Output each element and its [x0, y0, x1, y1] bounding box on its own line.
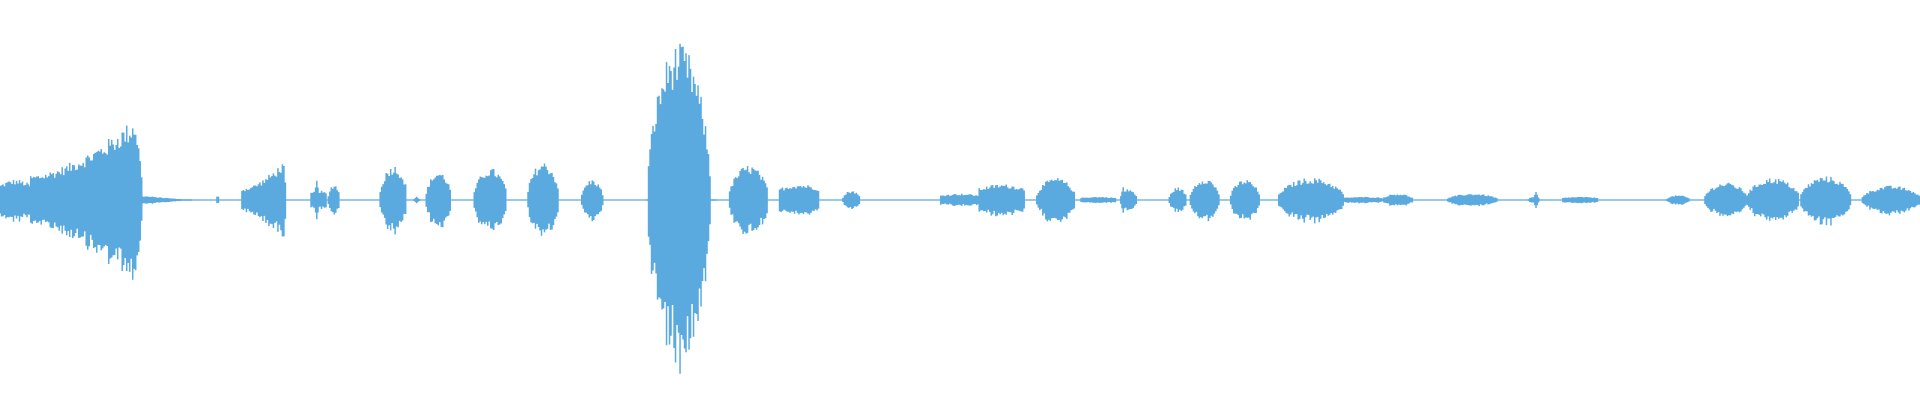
- waveform-amplitude-path: [0, 43, 1920, 374]
- waveform-samples: [0, 43, 1920, 374]
